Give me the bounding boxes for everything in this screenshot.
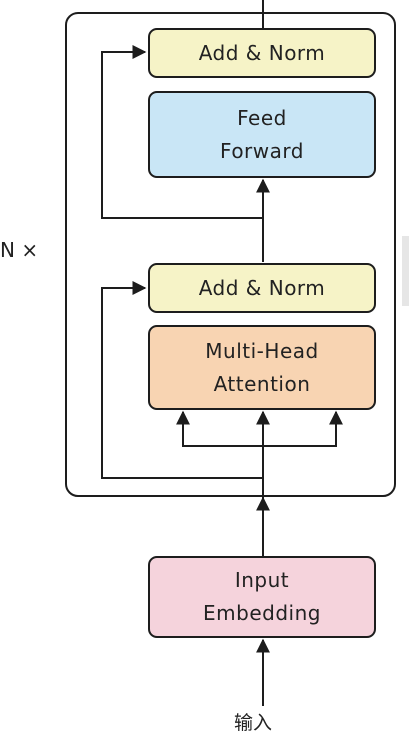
feed-forward-block: Feed Forward [148,91,376,178]
add-norm-top-block: Add & Norm [148,28,376,78]
add-norm-bottom-block: Add & Norm [148,263,376,313]
repeat-count-label: N × [0,238,39,262]
input-embedding-label: Input Embedding [203,568,321,625]
input-embedding-block: Input Embedding [148,556,376,638]
edge-shade [402,236,409,306]
encoder-layer-frame [65,12,396,497]
add-norm-top-label: Add & Norm [198,40,326,65]
residual-top [101,45,263,219]
input-label: 输入 [234,712,273,734]
multi-head-attention-block: Multi-Head Attention [148,325,376,410]
residual-bottom [101,281,263,479]
attention-fork-lines [176,410,343,447]
add-norm-bottom-label: Add & Norm [198,275,326,300]
feed-forward-label: Feed Forward [220,105,304,163]
multi-head-attention-label: Multi-Head Attention [205,338,319,396]
